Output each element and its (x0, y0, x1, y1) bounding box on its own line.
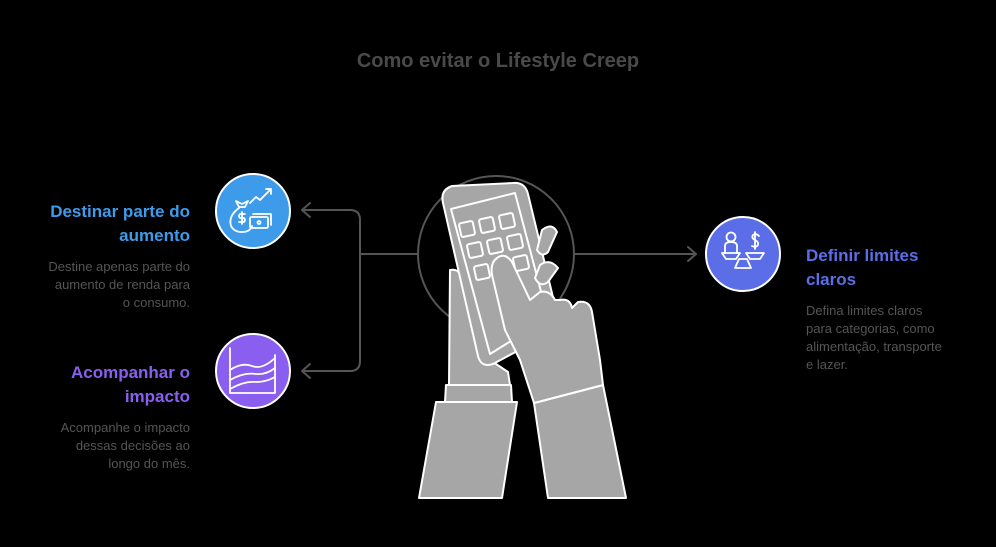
item-definir-heading: Definir limites claros (806, 244, 986, 292)
description-line: Acompanhe o impacto (60, 420, 190, 435)
diagram-title: Como evitar o Lifestyle Creep (356, 50, 640, 72)
description-line: longo do mês. (108, 456, 190, 471)
description-line: aumento de renda para (54, 277, 190, 292)
item-destinar: Destinar parte do aumento Destine apenas… (20, 200, 190, 312)
hand-tapping-phone-icon (418, 181, 627, 499)
heading-line: Destinar parte do (50, 202, 190, 221)
money-bag-growth-icon (229, 188, 272, 233)
heading-line: aumento (119, 226, 190, 245)
item-definir: Definir limites claros Defina limites cl… (806, 244, 986, 374)
item-acompanhar-heading: Acompanhar o impacto (20, 361, 190, 409)
description-line: o consumo. (122, 295, 190, 310)
item-definir-description: Defina limites claros para categorias, c… (806, 302, 986, 374)
heading-line: Definir limites (806, 246, 919, 265)
icon-circle-acompanhar (215, 333, 291, 409)
balance-scale-icon (721, 231, 765, 269)
connector-left (301, 202, 419, 379)
connector-right (573, 246, 697, 262)
description-line: e lazer. (806, 357, 848, 372)
item-destinar-description: Destine apenas parte do aumento de renda… (20, 258, 190, 312)
description-line: alimentação, transporte (806, 339, 942, 354)
item-destinar-heading: Destinar parte do aumento (20, 200, 190, 248)
area-chart-icon (229, 347, 276, 394)
icon-circle-destinar (215, 173, 291, 249)
icon-circle-definir (705, 216, 781, 292)
description-line: Defina limites claros (806, 303, 923, 318)
description-line: dessas decisões ao (75, 438, 190, 453)
item-acompanhar-description: Acompanhe o impacto dessas decisões ao l… (20, 419, 190, 473)
description-line: para categorias, como (806, 321, 935, 336)
heading-line: claros (806, 270, 857, 289)
heading-line: impacto (124, 387, 190, 406)
item-acompanhar: Acompanhar o impacto Acompanhe o impacto… (20, 361, 190, 473)
heading-line: Acompanhar o (70, 363, 190, 382)
description-line: Destine apenas parte do (48, 259, 190, 274)
